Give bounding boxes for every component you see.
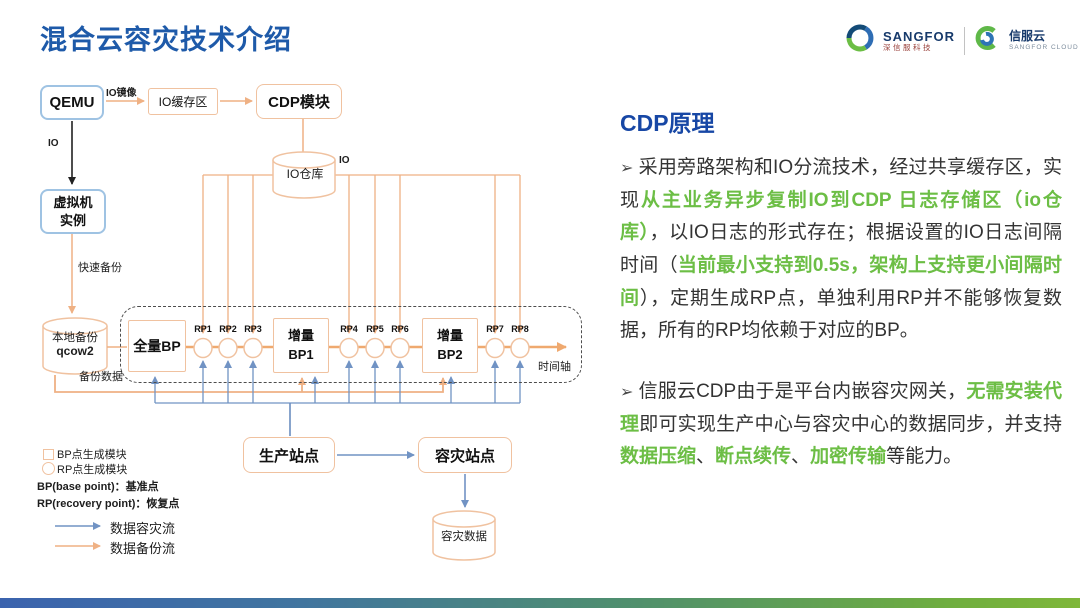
label-rp3: RP3	[244, 324, 262, 334]
node-dr-site: 容灾站点	[418, 437, 512, 473]
vm-line1: 虚拟机	[53, 194, 93, 210]
legend-rp-module: RP点生成模块	[57, 464, 128, 476]
inc-bp2-line2: BP2	[437, 346, 463, 362]
label-rp8: RP8	[511, 324, 529, 334]
node-inc-bp1: 增量 BP1	[273, 318, 329, 373]
sangfor-name: SANGFOR	[883, 28, 955, 44]
node-qemu: QEMU	[40, 85, 104, 120]
node-prod-site: 生产站点	[243, 437, 335, 473]
label-timeline: 时间轴	[538, 361, 571, 373]
label-local-backup: 本地备份	[52, 332, 98, 344]
label-qcow2: qcow2	[56, 344, 94, 358]
legend-rp-definition: RP(recovery point)：恢复点	[37, 498, 180, 510]
node-io-cache: IO缓存区	[148, 88, 218, 115]
legend-bp-square-icon	[43, 449, 54, 460]
text-segment-highlight: 无需安装代理	[620, 381, 1062, 435]
label-io-left: IO	[48, 138, 59, 149]
label-rp5: RP5	[366, 324, 384, 334]
sangfor-sub: 深信服科技	[883, 42, 933, 52]
bullet-icon: ➢	[620, 160, 634, 177]
text-segment-highlight: 当前最小支持到0.5s，架构上支持更小间隔时间	[620, 255, 1062, 309]
cloud-logo-text: 信服云 SANGFOR CLOUD	[1009, 28, 1079, 52]
text-segment-highlight: 从主业务异步复制IO到CDP 日志存储区（io仓库）	[620, 189, 1062, 244]
paragraph-1: ➢采用旁路架构和IO分流技术，经过共享缓存区，实现从主业务异步复制IO到CDP …	[620, 152, 1062, 348]
node-full-bp: 全量BP	[128, 320, 186, 372]
text-segment: ，以IO日志的形式存在；根据设置的IO日志间隔时间（	[620, 222, 1062, 277]
bp-rp-timeline-container	[120, 306, 582, 383]
diagram-connectors-svg	[42, 97, 567, 561]
inc-bp1-line2: BP1	[288, 346, 314, 362]
text-segment: 信服云CDP由于是平台内嵌容灾网关，	[638, 381, 967, 403]
sangfor-logo-text: SANGFOR 深信服科技	[883, 30, 955, 52]
footer-gradient-bar	[0, 598, 1080, 608]
legend-bp-definition: BP(base point)：基准点	[37, 481, 159, 493]
inc-bp1-line1: 增量	[287, 328, 314, 344]
legend-bp-module: BP点生成模块	[57, 449, 127, 461]
node-cdp-module: CDP模块	[256, 84, 342, 119]
sangfor-cloud-icon	[974, 25, 1000, 56]
sangfor-globe-icon	[846, 24, 874, 57]
logo-divider	[964, 26, 965, 55]
label-io-right: IO	[339, 155, 350, 166]
label-rp4: RP4	[340, 324, 358, 334]
paragraph-2: ➢信服云CDP由于是平台内嵌容灾网关，无需安装代理即可实现生产中心与容灾中心的数…	[620, 376, 1062, 474]
logo-area: SANGFOR 深信服科技 信服云 SANGFOR CLOUD	[846, 24, 1079, 57]
node-vm-instance: 虚拟机 实例	[40, 189, 106, 234]
label-backup-data: 备份数据	[79, 371, 123, 383]
legend-dr-flow: 数据容灾流	[110, 521, 176, 536]
label-rp7: RP7	[486, 324, 504, 334]
legend-rp-circle-icon	[42, 462, 55, 475]
text-segment-highlight: 加密传输	[810, 446, 887, 468]
cloud-sub: SANGFOR CLOUD	[1009, 43, 1079, 51]
label-io-mirror: IO镜像	[106, 88, 137, 99]
bullet-icon: ➢	[620, 384, 634, 402]
text-segment-highlight: 数据压缩	[620, 446, 697, 468]
text-segment: 、	[791, 446, 811, 468]
cdp-principle-panel: CDP原理 ➢采用旁路架构和IO分流技术，经过共享缓存区，实现从主业务异步复制I…	[620, 104, 1062, 502]
text-segment: 等能力。	[886, 446, 963, 468]
label-rp2: RP2	[219, 324, 237, 334]
cloud-name: 信服云	[1009, 28, 1046, 43]
node-inc-bp2: 增量 BP2	[422, 318, 478, 373]
panel-heading: CDP原理	[620, 110, 715, 136]
text-segment: 、	[696, 446, 716, 468]
page-title: 混合云容灾技术介绍	[40, 25, 292, 55]
label-rp6: RP6	[391, 324, 409, 334]
label-dr-data: 容灾数据	[441, 531, 487, 543]
legend-backup-flow: 数据备份流	[110, 541, 176, 556]
vm-line2: 实例	[59, 212, 86, 228]
text-segment-highlight: 断点续传	[715, 446, 792, 468]
text-segment: 即可实现生产中心与容灾中心的数据同步，并支持	[639, 413, 1062, 435]
text-segment: ），定期生成RP点，单独利用RP并不能够恢复数据，所有的RP均依赖于对应的BP。	[620, 287, 1062, 342]
label-rp1: RP1	[194, 324, 212, 334]
label-fast-backup: 快速备份	[78, 262, 122, 274]
text-segment: 采用旁路架构和IO分流技术，经过共享缓存区，实现	[620, 157, 1062, 211]
label-io-store: IO仓库	[286, 167, 324, 181]
inc-bp2-line1: 增量	[436, 328, 463, 344]
